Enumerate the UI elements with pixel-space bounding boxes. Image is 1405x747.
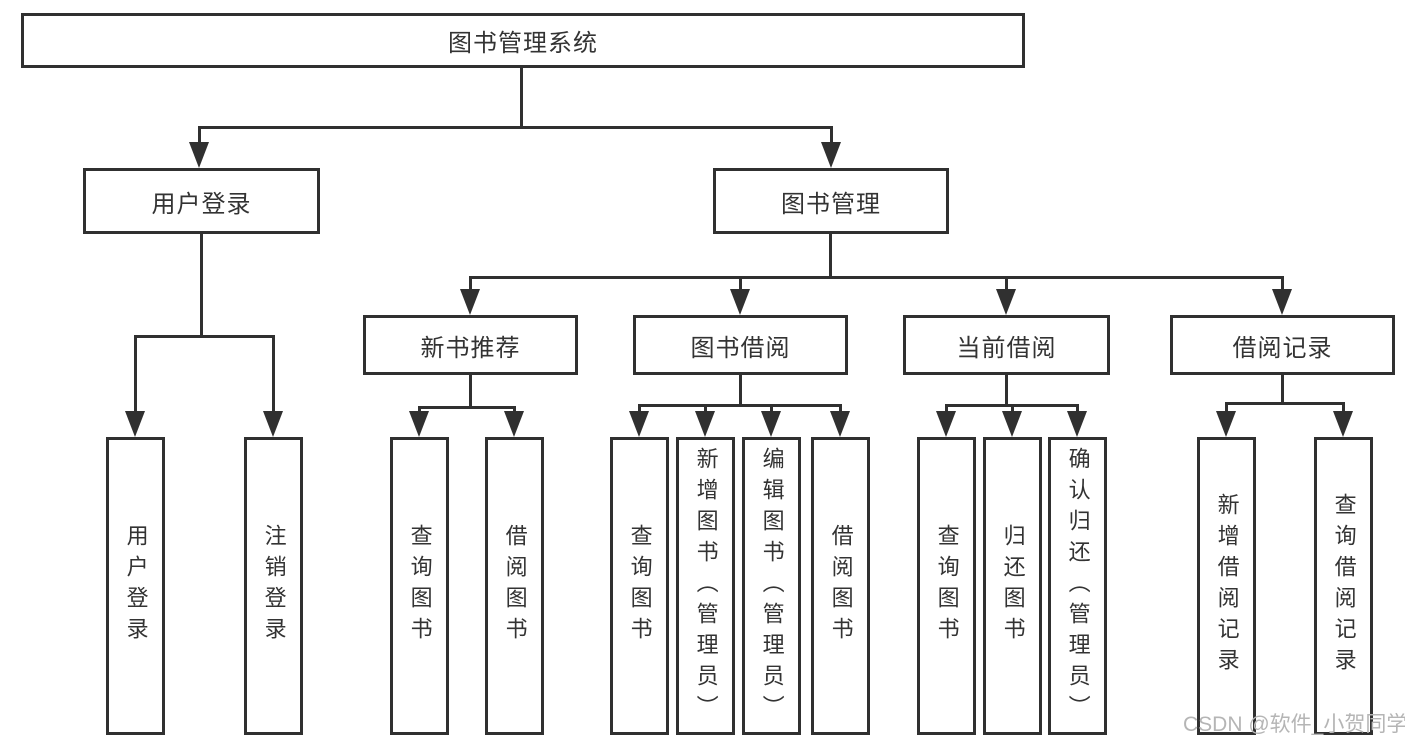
node-label: 用户登录 <box>151 190 252 218</box>
arrow-down-icon <box>189 142 209 168</box>
connector-line <box>469 375 472 409</box>
watermark-text: CSDN @软件_小贺同学 <box>1183 713 1405 736</box>
node-label: 借阅图书 <box>828 524 854 648</box>
node-label: 编辑图书（管理员） <box>759 446 785 726</box>
leaf-query-books-recommend: 查询图书 <box>390 437 449 735</box>
arrow-down-icon <box>936 411 956 437</box>
node-book-borrowing: 图书借阅 <box>633 315 848 375</box>
connector-line <box>1342 402 1345 416</box>
leaf-query-books-borrowing: 查询图书 <box>610 437 669 735</box>
arrow-down-icon <box>730 289 750 315</box>
node-label: 注销登录 <box>261 524 287 648</box>
arrow-down-icon <box>830 411 850 437</box>
connector-line <box>829 234 832 279</box>
connector-line <box>739 375 742 407</box>
node-label: 查询借阅记录 <box>1331 493 1357 679</box>
connector-line <box>704 404 707 416</box>
node-label: 图书管理系统 <box>448 30 598 57</box>
node-label: 图书借阅 <box>690 334 791 362</box>
leaf-return-books: 归还图书 <box>983 437 1042 735</box>
leaf-confirm-return-admin: 确认归还（管理员） <box>1048 437 1107 735</box>
connector-line <box>839 404 842 416</box>
connector-line <box>469 276 472 294</box>
connector-line <box>830 126 833 148</box>
node-user-login: 用户登录 <box>83 168 320 234</box>
arrow-down-icon <box>996 289 1016 315</box>
connector-line <box>638 404 842 407</box>
connector-line <box>1005 375 1008 407</box>
connector-line <box>1076 404 1079 416</box>
connector-line <box>418 406 515 409</box>
connector-line <box>134 335 137 417</box>
node-label: 确认归还（管理员） <box>1065 446 1091 726</box>
leaf-logout-login: 注销登录 <box>244 437 303 735</box>
connector-line <box>469 276 1284 279</box>
leaf-borrow-books-borrowing: 借阅图书 <box>811 437 870 735</box>
node-label: 当前借阅 <box>956 334 1057 362</box>
node-label: 归还图书 <box>1000 524 1026 648</box>
leaf-query-borrow-record: 查询借阅记录 <box>1314 437 1373 735</box>
connector-line <box>198 126 201 148</box>
node-label: 用户登录 <box>123 524 149 648</box>
arrow-down-icon <box>263 411 283 437</box>
connector-line <box>520 68 523 129</box>
leaf-borrow-books-recommend: 借阅图书 <box>485 437 544 735</box>
connector-line <box>1281 276 1284 294</box>
node-label: 新增图书（管理员） <box>693 446 719 726</box>
arrow-down-icon <box>761 411 781 437</box>
leaf-add-books-admin: 新增图书（管理员） <box>676 437 735 735</box>
connector-line <box>945 404 948 416</box>
connector-line <box>1005 276 1008 294</box>
connector-line <box>1225 402 1228 416</box>
node-new-book-recommendation: 新书推荐 <box>363 315 578 375</box>
node-label: 查询图书 <box>407 524 433 648</box>
connector-line <box>638 404 641 416</box>
node-label: 借阅图书 <box>502 524 528 648</box>
connector-line <box>200 234 203 338</box>
arrow-down-icon <box>629 411 649 437</box>
arrow-down-icon <box>409 411 429 437</box>
arrow-down-icon <box>504 411 524 437</box>
connector-line <box>198 126 832 129</box>
node-book-management: 图书管理 <box>713 168 949 234</box>
connector-line <box>1011 404 1014 416</box>
node-borrowing-records: 借阅记录 <box>1170 315 1395 375</box>
arrow-down-icon <box>460 289 480 315</box>
connector-line <box>739 276 742 294</box>
arrow-down-icon <box>125 411 145 437</box>
arrow-down-icon <box>821 142 841 168</box>
connector-line <box>272 335 275 417</box>
leaf-edit-books-admin: 编辑图书（管理员） <box>742 437 801 735</box>
connector-line <box>1281 375 1284 405</box>
node-root: 图书管理系统 <box>21 13 1025 68</box>
node-label: 新增借阅记录 <box>1214 493 1240 679</box>
arrow-down-icon <box>1272 289 1292 315</box>
node-label: 查询图书 <box>627 524 653 648</box>
connector-line <box>770 404 773 416</box>
connector-line <box>134 335 274 338</box>
node-label: 查询图书 <box>934 524 960 648</box>
leaf-user-login: 用户登录 <box>106 437 165 735</box>
arrow-down-icon <box>1067 411 1087 437</box>
leaf-query-books-current: 查询图书 <box>917 437 976 735</box>
node-label: 借阅记录 <box>1232 334 1333 362</box>
node-label: 图书管理 <box>781 190 881 218</box>
node-current-borrowing: 当前借阅 <box>903 315 1110 375</box>
arrow-down-icon <box>1002 411 1022 437</box>
node-label: 新书推荐 <box>420 334 521 362</box>
arrow-down-icon <box>1216 411 1236 437</box>
leaf-add-borrow-record: 新增借阅记录 <box>1197 437 1256 735</box>
arrow-down-icon <box>695 411 715 437</box>
connector-line <box>1225 402 1345 405</box>
arrow-down-icon <box>1333 411 1353 437</box>
